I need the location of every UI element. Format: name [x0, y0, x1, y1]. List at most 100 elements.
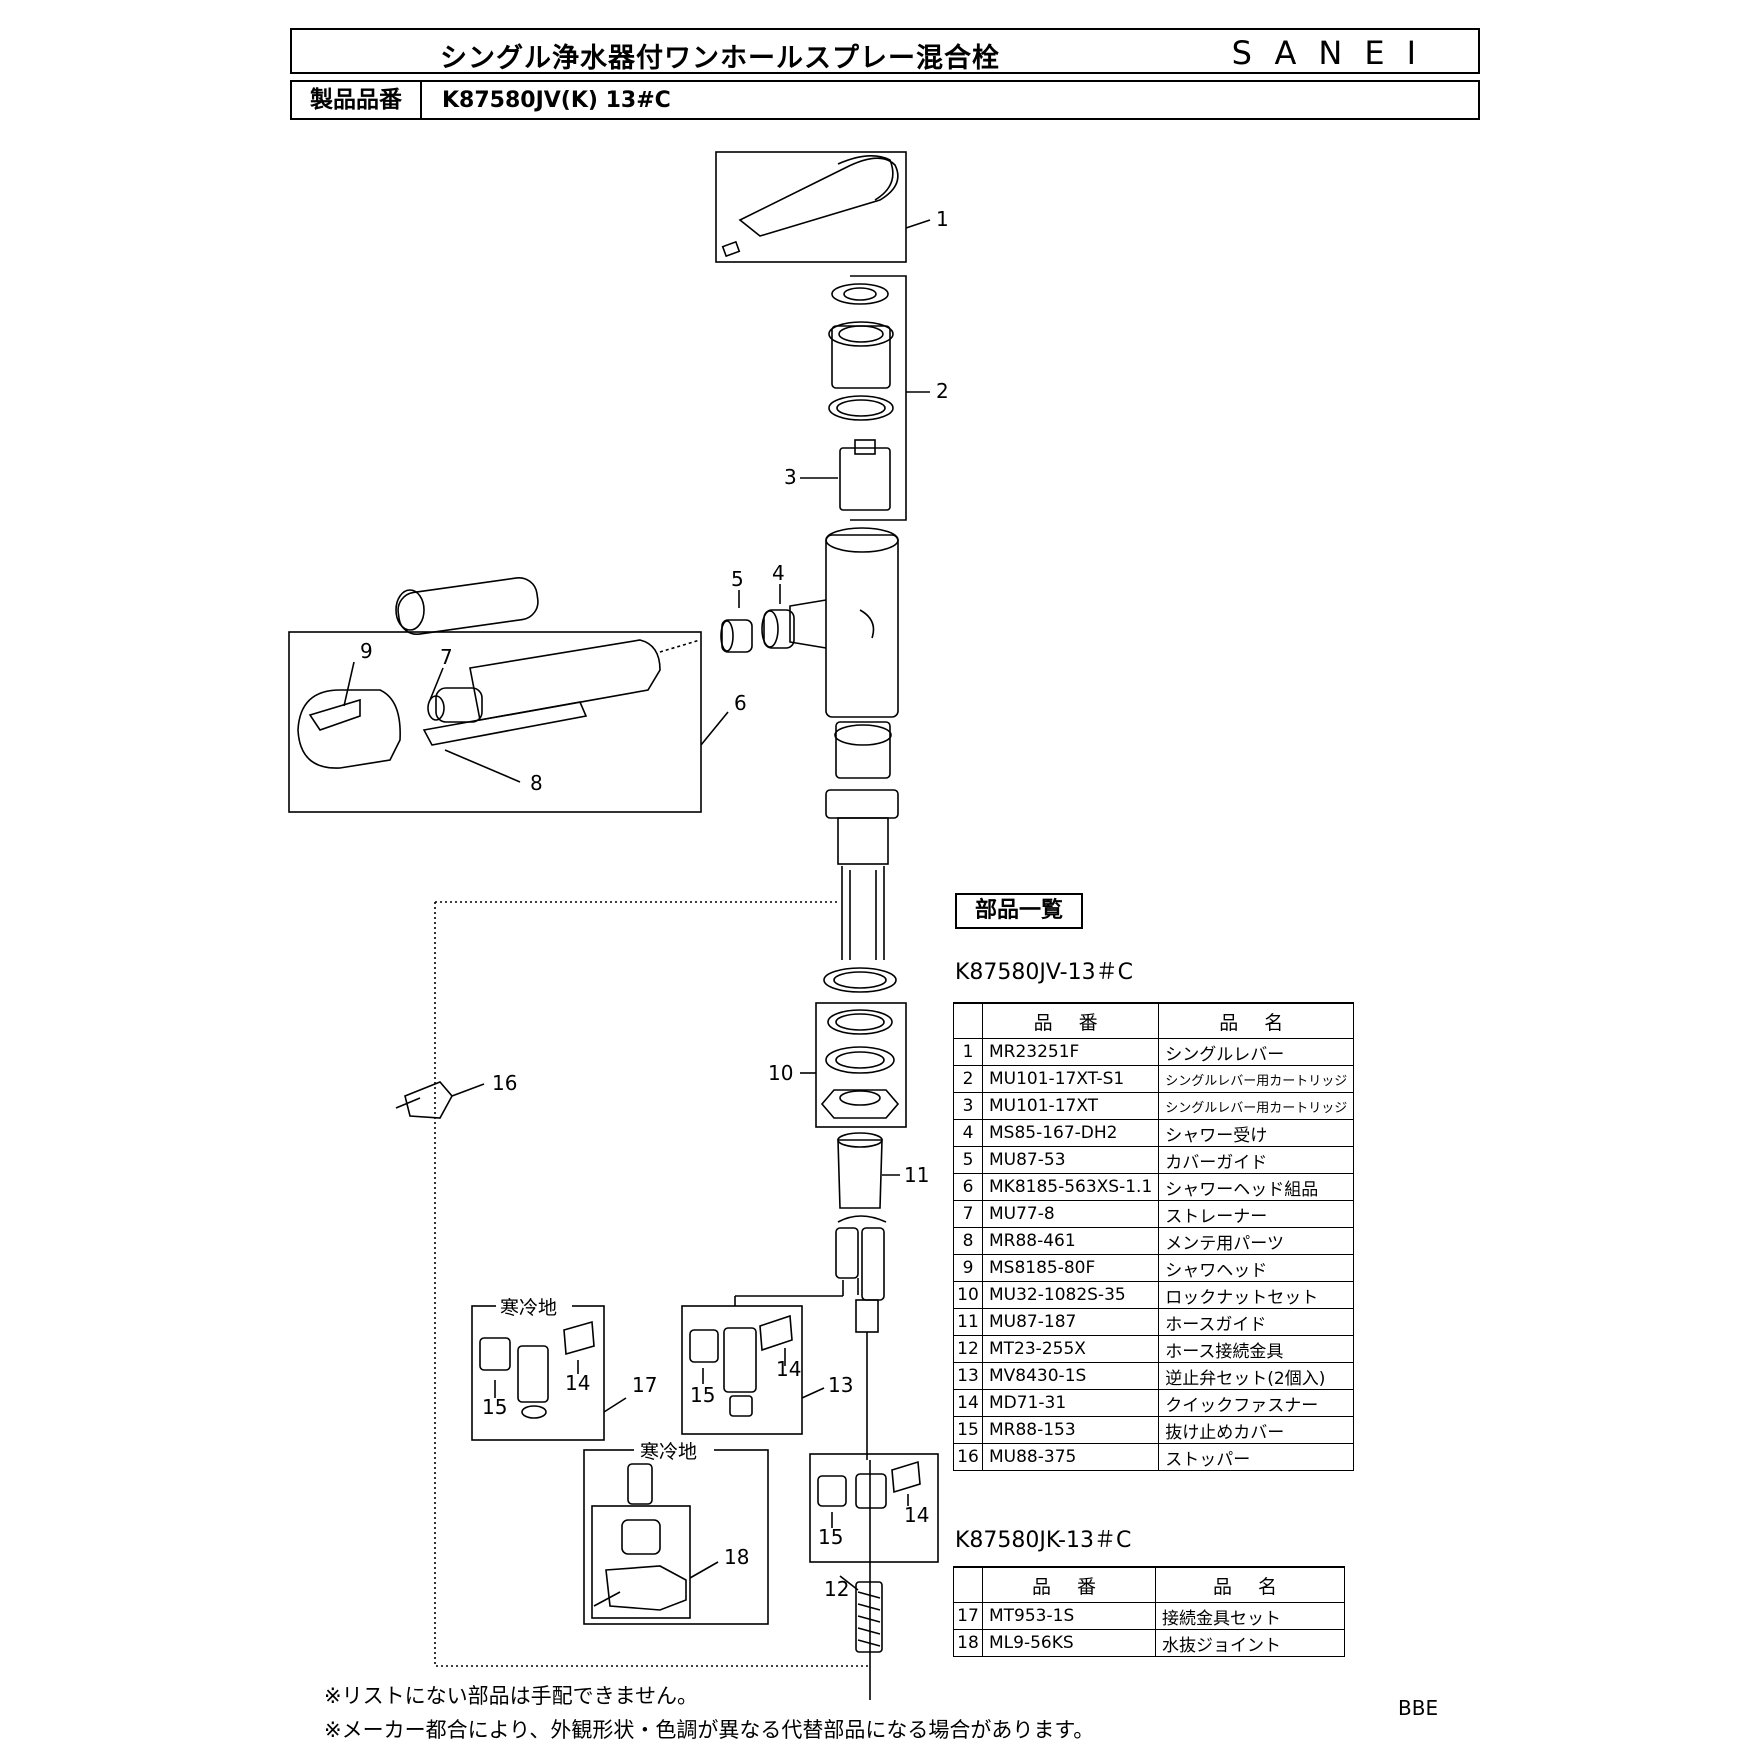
svg-text:3: 3: [784, 465, 797, 489]
model-number-row: 製品品番 K87580JV(K) 13#C: [290, 80, 1480, 120]
cell-name: クイックファスナー: [1158, 1389, 1355, 1417]
svg-text:15: 15: [818, 1525, 843, 1549]
model-number-value: K87580JV(K) 13#C: [442, 88, 671, 113]
cold-region-label: 寒冷地: [640, 1441, 697, 1463]
cell-no: 3: [953, 1092, 983, 1120]
cell-no: 12: [953, 1335, 983, 1363]
col-name: 品 名: [1158, 1002, 1355, 1039]
svg-text:7: 7: [440, 645, 453, 669]
svg-text:5: 5: [731, 567, 744, 591]
cell-code: MR88-461: [982, 1227, 1160, 1255]
cell-no: 2: [953, 1065, 983, 1093]
footer-code: BBE: [1398, 1696, 1439, 1720]
note-substitute-parts: ※メーカー都合により、外観形状・色調が異なる代替部品になる場合があります。: [324, 1718, 1095, 1742]
svg-text:14: 14: [904, 1503, 929, 1527]
cell-code: MU88-375: [982, 1443, 1160, 1471]
svg-text:1: 1: [936, 207, 949, 231]
cell-name: ホースガイド: [1158, 1308, 1355, 1336]
cell-code: MS8185-80F: [982, 1254, 1160, 1282]
cell-code: MT953-1S: [982, 1602, 1156, 1630]
cell-no: 11: [953, 1308, 983, 1336]
cold-region-label: 寒冷地: [500, 1297, 557, 1319]
cell-code: MU32-1082S-35: [982, 1281, 1160, 1309]
table-jv-title: K87580JV-13＃C: [955, 960, 1133, 985]
cell-name: シャワーヘッド組品: [1158, 1173, 1355, 1201]
cell-no: 17: [953, 1602, 983, 1630]
cell-name: ロックナットセット: [1158, 1281, 1355, 1309]
cell-no: 5: [953, 1146, 983, 1174]
cell-code: MR88-153: [982, 1416, 1160, 1444]
svg-text:10: 10: [768, 1061, 793, 1085]
cell-name: シングルレバー用カートリッジ: [1158, 1092, 1355, 1120]
cell-no: 15: [953, 1416, 983, 1444]
cell-no: 6: [953, 1173, 983, 1201]
svg-text:6: 6: [734, 691, 747, 715]
cell-name: ストレーナー: [1158, 1200, 1355, 1228]
document-title: シングル浄水器付ワンホールスプレー混合栓: [440, 43, 1000, 74]
cell-no: 7: [953, 1200, 983, 1228]
cell-code: MK8185-563XS-1.1: [982, 1173, 1160, 1201]
cell-no: 14: [953, 1389, 983, 1417]
cell-name: 逆止弁セット(2個入): [1158, 1362, 1355, 1390]
svg-text:15: 15: [482, 1395, 507, 1419]
cell-code: MU101-17XT: [982, 1092, 1160, 1120]
table-header-row: 品 番 品 名: [953, 1566, 1345, 1603]
svg-text:11: 11: [904, 1163, 929, 1187]
parts-list-heading: 部品一覧: [955, 893, 1083, 929]
svg-text:2: 2: [936, 379, 949, 403]
cell-code: MU101-17XT-S1: [982, 1065, 1160, 1093]
model-number-label: 製品品番: [292, 82, 422, 118]
svg-text:14: 14: [565, 1371, 590, 1395]
cell-code: ML9-56KS: [982, 1629, 1156, 1657]
cell-name: メンテ用パーツ: [1158, 1227, 1355, 1255]
cell-no: 9: [953, 1254, 983, 1282]
svg-text:12: 12: [824, 1577, 849, 1601]
cell-code: MU87-53: [982, 1146, 1160, 1174]
svg-text:9: 9: [360, 639, 373, 663]
svg-text:8: 8: [530, 771, 543, 795]
table-jk-title: K87580JK-13＃C: [955, 1528, 1132, 1553]
cell-code: MR23251F: [982, 1038, 1160, 1066]
svg-text:14: 14: [776, 1357, 801, 1381]
cell-name: シングルレバー用カートリッジ: [1158, 1065, 1355, 1093]
cell-no: 18: [953, 1629, 983, 1657]
cell-name: シングルレバー: [1158, 1038, 1355, 1066]
svg-text:16: 16: [492, 1071, 517, 1095]
cell-name: 水抜ジョイント: [1155, 1629, 1345, 1657]
note-unlisted-parts: ※リストにない部品は手配できません。: [324, 1684, 698, 1708]
col-code: 品 番: [982, 1566, 1156, 1603]
cell-code: MT23-255X: [982, 1335, 1160, 1363]
svg-text:17: 17: [632, 1373, 657, 1397]
cell-code: MU87-187: [982, 1308, 1160, 1336]
col-no: [953, 1002, 983, 1039]
cell-name: シャワヘッド: [1158, 1254, 1355, 1282]
col-code: 品 番: [982, 1002, 1160, 1039]
cell-no: 1: [953, 1038, 983, 1066]
cell-code: MD71-31: [982, 1389, 1160, 1417]
cell-no: 10: [953, 1281, 983, 1309]
cell-name: 接続金具セット: [1155, 1602, 1345, 1630]
cell-name: シャワー受け: [1158, 1119, 1355, 1147]
table-header-row: 品 番 品 名: [953, 1002, 1355, 1039]
title-bar: シングル浄水器付ワンホールスプレー混合栓 SANEI: [290, 28, 1480, 74]
cell-name: カバーガイド: [1158, 1146, 1355, 1174]
svg-text:15: 15: [690, 1383, 715, 1407]
svg-text:18: 18: [724, 1545, 749, 1569]
